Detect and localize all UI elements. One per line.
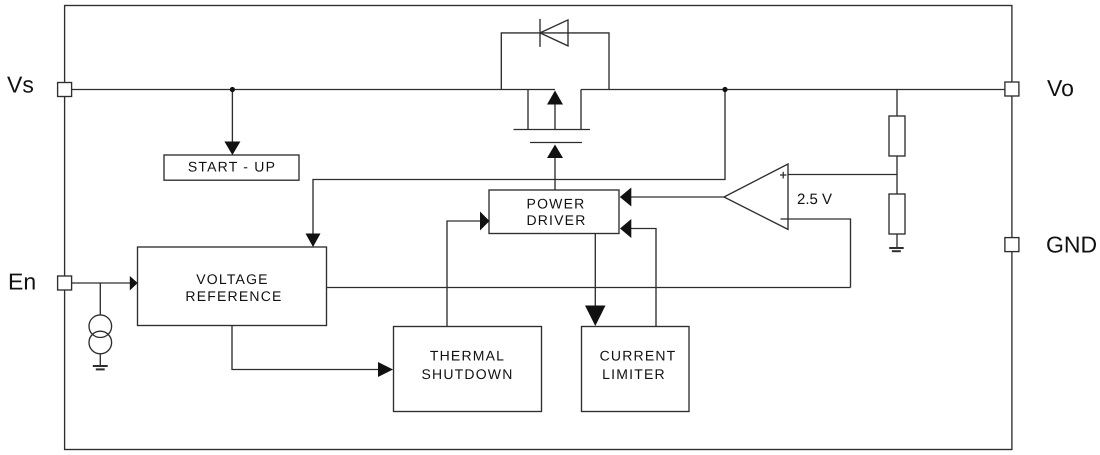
svg-text:Vs: Vs: [7, 72, 34, 98]
svg-text:DRIVER: DRIVER: [526, 212, 586, 228]
svg-text:Vo: Vo: [1047, 75, 1074, 101]
svg-text:En: En: [8, 269, 36, 295]
svg-text:VOLTAGE: VOLTAGE: [196, 271, 268, 287]
svg-text:SHUTDOWN: SHUTDOWN: [421, 366, 513, 382]
svg-text:GND: GND: [1046, 232, 1097, 258]
svg-text:POWER: POWER: [527, 196, 586, 212]
svg-text:2.5 V: 2.5 V: [797, 191, 832, 208]
svg-text:THERMAL: THERMAL: [430, 348, 505, 364]
svg-text:CURRENT: CURRENT: [600, 348, 677, 364]
svg-text:LIMITER: LIMITER: [602, 366, 666, 382]
svg-text:START - UP: START - UP: [188, 159, 276, 175]
svg-text:REFERENCE: REFERENCE: [185, 288, 282, 304]
